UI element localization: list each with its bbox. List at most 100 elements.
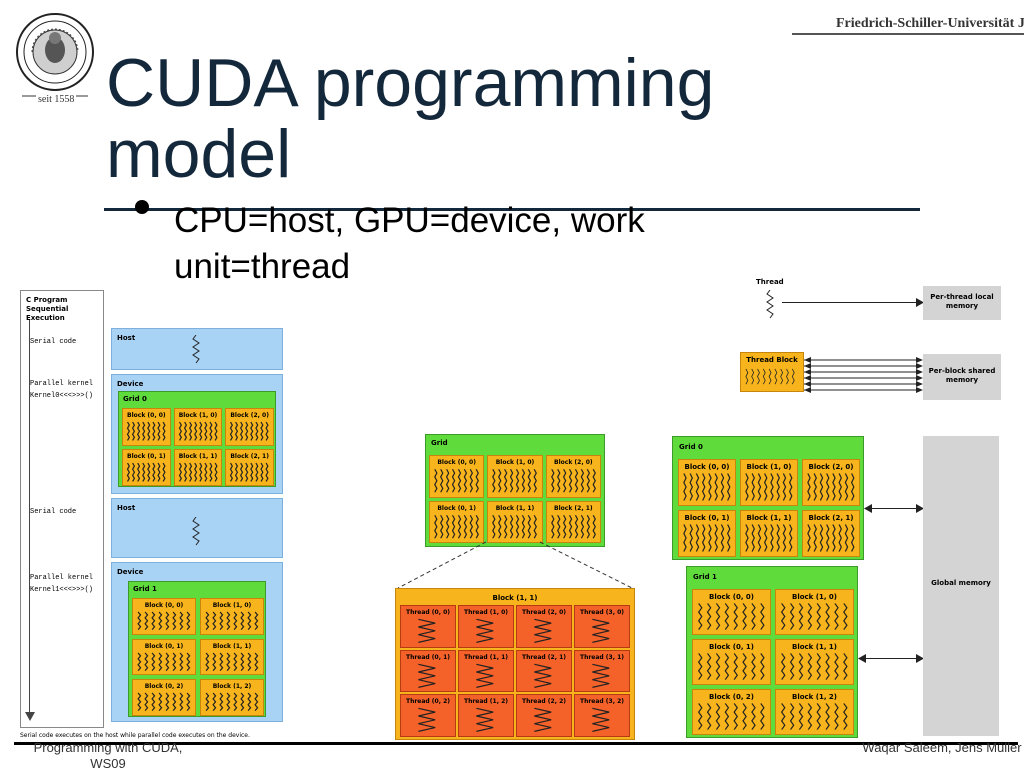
block: Block (0, 2)	[692, 689, 771, 735]
thread-block: Thread Block	[740, 352, 804, 392]
block-label: Block (0, 2)	[144, 683, 184, 691]
block: Block (0, 1)	[132, 638, 196, 676]
block-label: Block (1, 1)	[495, 504, 535, 512]
threads-icon	[136, 611, 192, 631]
threads-icon	[178, 462, 219, 483]
thread: Thread (2, 1)	[516, 649, 572, 693]
thread: Thread (0, 1)	[400, 649, 456, 693]
thread: Thread (0, 0)	[400, 605, 456, 648]
threads-icon	[136, 652, 192, 672]
threads-icon	[404, 618, 452, 644]
threads-icon	[404, 707, 452, 733]
thread-label: Thread (1, 1)	[463, 653, 509, 661]
block: Block (0, 0)	[692, 589, 771, 635]
block-label: Block (0, 0)	[144, 602, 184, 609]
arrow-left-icon	[864, 504, 872, 513]
block-label: Block (2, 0)	[230, 412, 269, 419]
block: Block (0, 0)	[132, 598, 196, 635]
thread-label: Thread (2, 1)	[521, 653, 567, 661]
grid-label: Grid	[431, 439, 448, 447]
threads-icon	[550, 514, 597, 540]
threads-icon	[745, 368, 795, 385]
block-label: Block (1, 1)	[791, 643, 838, 651]
thread-memory-arrow	[782, 302, 922, 303]
seal-icon	[16, 13, 94, 97]
threads-icon	[491, 514, 538, 540]
threads-icon	[696, 702, 767, 731]
grid-1-label: Grid 1	[133, 585, 157, 593]
threads-icon	[550, 468, 597, 494]
block-label: Block (0, 1)	[437, 504, 476, 512]
host-panel: Host	[111, 498, 283, 558]
thread-label: Thread (0, 1)	[405, 653, 451, 661]
threads-icon	[520, 663, 568, 689]
thread-squiggle-icon	[192, 517, 200, 546]
arrow-right-icon	[916, 504, 924, 513]
block-label: Block (1, 1)	[212, 642, 252, 650]
threads-icon	[578, 618, 626, 644]
thread-label: Thread (0, 0)	[405, 609, 451, 616]
block: Block (2, 1)	[545, 500, 601, 543]
threads-icon	[462, 663, 510, 689]
block: Block (2, 1)	[802, 510, 860, 557]
threads-icon	[696, 602, 767, 631]
block-label: Block (0, 0)	[684, 463, 730, 471]
threads-icon	[433, 468, 480, 494]
threads-icon	[491, 468, 538, 494]
block-label: Block (2, 1)	[230, 452, 269, 460]
block-label: Block (0, 1)	[127, 452, 166, 460]
footer-right: Waqar Saleem, Jens Müller	[862, 740, 1022, 755]
threads-icon	[744, 472, 794, 502]
kernel1-label: Parallel kernel Kernel1<<<>>>()	[30, 574, 94, 594]
global-memory: Global memory	[923, 436, 999, 736]
threads-icon	[520, 707, 568, 733]
thread: Thread (1, 1)	[458, 649, 514, 693]
thread-squiggle-icon	[192, 335, 200, 364]
bullet-text: CPU=host, GPU=device, work unit=thread	[174, 201, 645, 286]
threads-icon	[178, 421, 219, 442]
threads-icon	[229, 462, 270, 483]
zoom-lines	[397, 541, 633, 589]
threads-icon	[806, 523, 856, 553]
threads-icon	[779, 652, 850, 681]
block: Block (0, 0)	[122, 408, 171, 446]
block: Block (2, 0)	[802, 459, 860, 506]
thread: Thread (0, 2)	[400, 694, 456, 737]
block-label: Block (1, 0)	[495, 459, 535, 466]
threads-icon	[682, 472, 732, 502]
bullet-dot	[135, 200, 149, 214]
grid-1-right: Grid 1 Block (0, 0)Block (1, 0)Block (0,…	[686, 566, 858, 738]
threads-icon	[682, 523, 732, 553]
block: Block (1, 1)	[200, 638, 264, 676]
block: Block (2, 1)	[225, 448, 274, 486]
per-block-shared-memory: Per-block shared memory	[923, 354, 1001, 400]
threads-icon	[462, 707, 510, 733]
serial-code-label: Serial code	[30, 338, 77, 346]
device-label: Device	[117, 380, 144, 388]
university-seal: seit 1558	[12, 10, 98, 106]
shared-memory-arrows	[804, 356, 924, 396]
block-label: Block (1, 2)	[212, 683, 252, 691]
grid-1-right-label: Grid 1	[693, 573, 717, 581]
threads-icon	[744, 523, 794, 553]
execution-caption: Serial code executes on the host while p…	[20, 732, 250, 739]
footer-rule	[14, 742, 1018, 745]
threads-icon	[204, 652, 260, 672]
device-panel-0: Device Grid 0 Block (0, 0)Block (1, 0)Bl…	[111, 374, 283, 494]
device-label: Device	[117, 568, 144, 576]
seal-caption: seit 1558	[36, 94, 77, 105]
threads-icon	[696, 652, 767, 681]
block-label: Block (0, 0)	[437, 459, 476, 466]
threads-icon	[404, 663, 452, 689]
block-label: Block (0, 0)	[127, 412, 166, 419]
block-label: Block (0, 0)	[708, 593, 755, 601]
thread: Thread (2, 0)	[516, 605, 572, 648]
block: Block (1, 1)	[173, 448, 223, 486]
serial-code-label: Serial code	[30, 508, 77, 516]
per-thread-memory: Per-thread local memory	[923, 286, 1001, 320]
block-label: Block (2, 0)	[554, 459, 593, 466]
thread-label: Thread (3, 2)	[579, 698, 625, 706]
host-panel: Host	[111, 328, 283, 370]
threads-icon	[433, 514, 480, 540]
block: Block (0, 2)	[132, 679, 196, 716]
